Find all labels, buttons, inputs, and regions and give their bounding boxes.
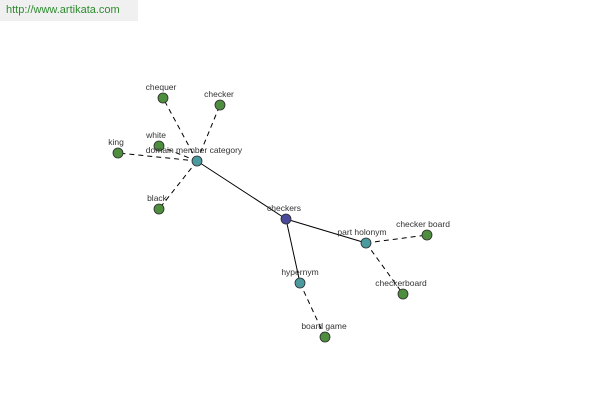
edge-domain-member-category-to-white [158, 145, 198, 162]
node-label-checker[interactable]: checker [204, 89, 234, 99]
edges-layer [117, 97, 428, 338]
edge-domain-member-category-to-chequer [162, 97, 198, 162]
labels-layer: checkers domain member category part holon… [108, 82, 450, 331]
node-checker-board[interactable] [421, 229, 433, 241]
node-domain-member-category[interactable] [191, 155, 203, 167]
node-label-king[interactable]: king [108, 137, 124, 147]
node-king[interactable] [112, 147, 124, 159]
node-label-board-game[interactable]: board game [301, 321, 347, 331]
edge-hypernym-to-board-game [299, 282, 326, 338]
node-label-checker-board[interactable]: checker board [396, 219, 450, 229]
node-checkers[interactable] [280, 213, 292, 225]
node-label-part-holonym[interactable]: part holonym [337, 227, 386, 237]
node-part-holonym[interactable] [360, 237, 372, 249]
node-board-game[interactable] [319, 331, 331, 343]
edge-domain-member-category-to-king [117, 152, 198, 162]
node-label-white[interactable]: white [145, 130, 166, 140]
edge-part-holonym-to-checkerboard [365, 242, 404, 295]
node-label-hypernym[interactable]: hypernym [281, 267, 318, 277]
node-label-domain-member-category[interactable]: domain member category [146, 145, 243, 155]
edge-domain-member-category-to-checker [196, 104, 221, 162]
node-checkerboard[interactable] [397, 288, 409, 300]
nodes-layer [112, 92, 433, 343]
node-hypernym[interactable] [294, 277, 306, 289]
node-label-checkerboard[interactable]: checkerboard [375, 278, 427, 288]
node-checker[interactable] [214, 99, 226, 111]
node-white[interactable] [153, 140, 165, 152]
edge-part-holonym-to-checker-board [365, 234, 428, 244]
node-black[interactable] [153, 203, 165, 215]
node-label-chequer[interactable]: chequer [146, 82, 177, 92]
node-label-checkers[interactable]: checkers [267, 203, 301, 213]
edge-domain-member-category-to-black [158, 160, 198, 210]
watermark-url[interactable]: http://www.artikata.com [0, 0, 138, 21]
node-chequer[interactable] [157, 92, 169, 104]
edge-checkers-to-part-holonym [285, 218, 367, 244]
edge-checkers-to-domain-member-category [196, 160, 287, 220]
edge-checkers-to-hypernym [285, 218, 301, 284]
node-label-black[interactable]: black [147, 193, 168, 203]
